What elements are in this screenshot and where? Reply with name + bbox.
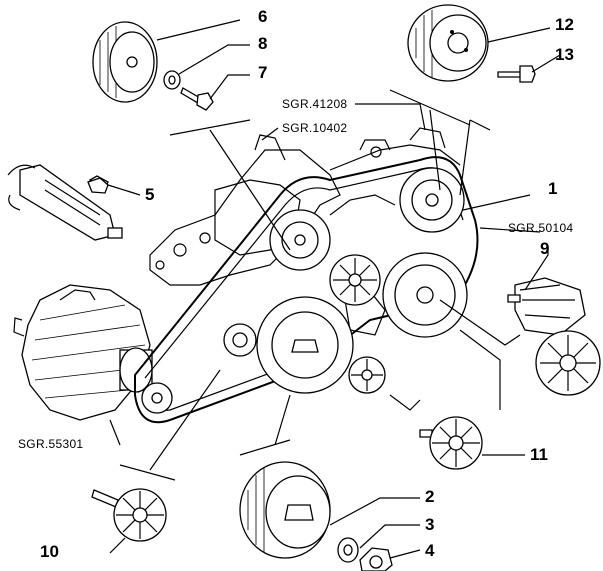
callout-5: 5 bbox=[145, 185, 154, 204]
tensioner-pulley-assembled bbox=[329, 254, 381, 306]
callout-8: 8 bbox=[258, 34, 267, 53]
idler-part-10 bbox=[91, 488, 167, 542]
callout-9: 9 bbox=[540, 239, 549, 258]
callout-13: 13 bbox=[555, 45, 574, 64]
callout-2: 2 bbox=[425, 487, 434, 506]
tensioner-part-9 bbox=[507, 277, 601, 396]
callout-3: 3 bbox=[425, 515, 434, 534]
callout-4: 4 bbox=[425, 541, 435, 560]
ref-sgr-41208: SGR.41208 bbox=[282, 97, 347, 111]
pulley-power-steering-assembled bbox=[269, 209, 331, 271]
bolt-part-13 bbox=[497, 65, 536, 83]
washer-part-8 bbox=[163, 70, 181, 90]
bolt-part-7 bbox=[180, 87, 214, 111]
idler-pulley-small-assembled bbox=[223, 323, 257, 357]
callout-1: 1 bbox=[548, 179, 557, 198]
explode-guide-lines bbox=[119, 89, 521, 481]
pulley-part-6 bbox=[92, 21, 158, 103]
crank-pulley-part-2 bbox=[239, 461, 331, 559]
ref-sgr-50104: SGR.50104 bbox=[508, 221, 573, 235]
alternator-pulley-assembled bbox=[141, 382, 173, 414]
pulley-water-pump-assembled bbox=[399, 167, 465, 233]
washer-part-3 bbox=[337, 537, 359, 563]
callout-6: 6 bbox=[258, 7, 267, 26]
leader-lines bbox=[107, 19, 561, 559]
drive-shaft bbox=[7, 164, 123, 241]
idler-part-11 bbox=[419, 416, 483, 470]
callout-10: 10 bbox=[40, 542, 59, 561]
ref-sgr-10402: SGR.10402 bbox=[282, 121, 347, 135]
callout-12: 12 bbox=[555, 15, 574, 34]
alternator bbox=[13, 284, 153, 421]
ref-sgr-55301: SGR.55301 bbox=[18, 437, 83, 451]
woodruff-key-part-5 bbox=[87, 177, 109, 194]
pulley-part-12 bbox=[407, 4, 489, 82]
idler-pulley-lower-assembled bbox=[348, 356, 386, 394]
crankshaft-pulley-assembled bbox=[256, 296, 354, 394]
pulley-ac-compressor-assembled bbox=[382, 252, 468, 338]
callout-7: 7 bbox=[258, 63, 267, 82]
callout-11: 11 bbox=[530, 445, 548, 464]
nut-part-4 bbox=[359, 547, 393, 571]
